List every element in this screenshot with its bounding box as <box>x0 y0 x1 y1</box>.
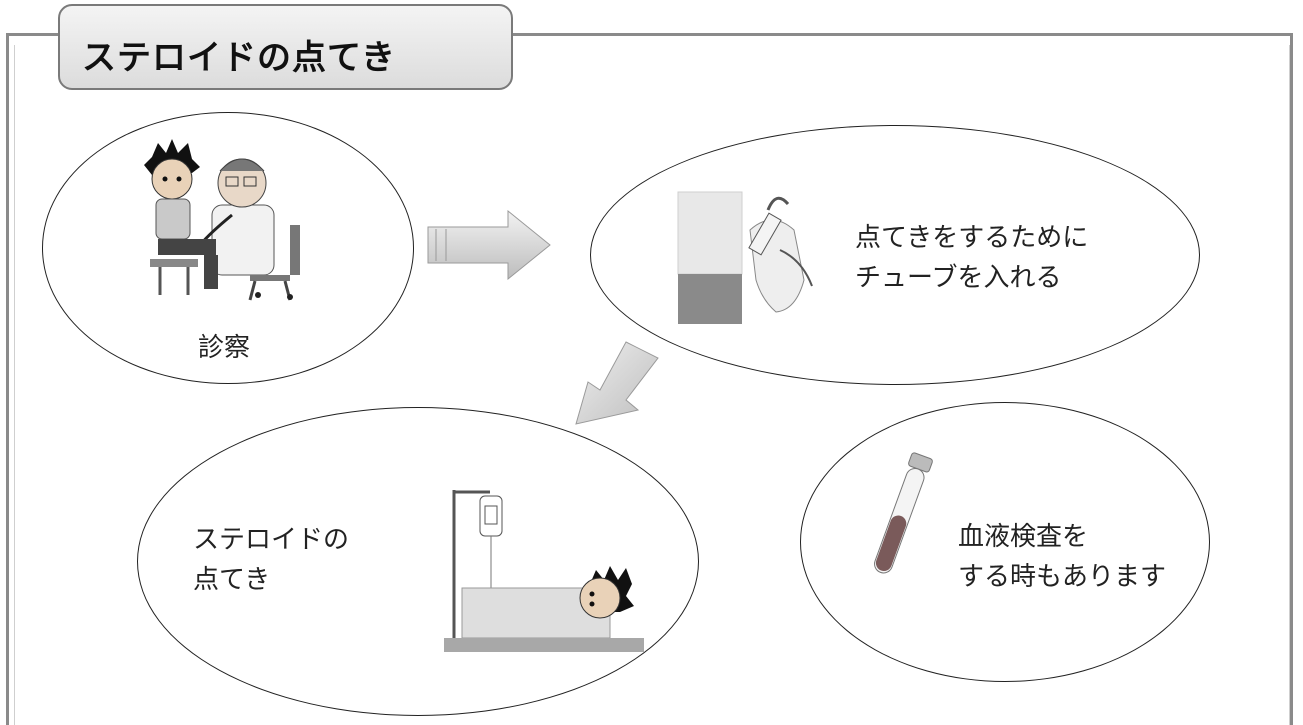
arrow-right <box>427 209 551 281</box>
tube-ellipse <box>590 125 1200 385</box>
blood-test-tube-illustration <box>874 452 933 574</box>
iv-drip-patient-illustration <box>444 490 644 652</box>
blood-test-label-line1: 血液検査を <box>958 522 1089 552</box>
inner-frame <box>14 45 1290 725</box>
exam-label: 診察 <box>198 333 251 363</box>
blood-test-label-line2: する時もあります <box>958 562 1167 592</box>
title-tab <box>58 4 513 90</box>
page-title: ステロイドの点てき <box>82 38 396 78</box>
tube-label-line1: 点てきをするために <box>855 223 1089 253</box>
exam-ellipse <box>42 112 414 384</box>
blood-test-ellipse <box>800 402 1210 682</box>
doctor-exam-illustration <box>144 139 300 301</box>
drip-label-line2: 点てき <box>193 565 271 595</box>
tube-label-line2: チューブを入れる <box>855 263 1062 293</box>
arrow-down-left <box>575 341 659 425</box>
drip-ellipse <box>137 407 699 716</box>
outer-frame <box>6 33 1293 725</box>
iv-tube-arm-illustration <box>677 191 813 324</box>
drip-label-line1: ステロイドの <box>193 525 350 555</box>
